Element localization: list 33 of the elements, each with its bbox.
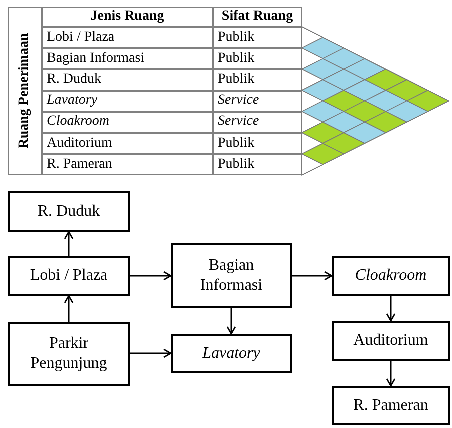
process-box: Lavatory [171,334,292,373]
table-cell: Service [213,90,302,112]
table-cell: Lobi / Plaza [42,27,213,48]
process-box: R. Pameran [332,386,450,425]
row-group-label: Ruang Penerimaan [18,33,32,149]
table-cell: Publik [213,27,302,48]
process-box: Parkir Pengunjung [8,322,130,386]
table-header: Sifat Ruang [213,7,302,27]
table-cell: Publik [213,133,302,154]
process-box: R. Duduk [8,191,130,232]
table-cell: Publik [213,48,302,70]
arrow [64,295,74,322]
arrow [130,271,172,281]
process-box: Cloakroom [332,256,450,296]
table-cell: Service [213,112,302,133]
arrow [64,231,74,256]
arrow [386,361,396,387]
arrow [386,296,396,322]
process-box: Lobi / Plaza [8,256,130,296]
arrow [226,308,236,335]
process-box: Auditorium [332,321,450,361]
table-cell: Publik [213,154,302,176]
table-cell: Lavatory [42,90,213,112]
table-cell: Cloakroom [42,112,213,133]
table-cell: Bagian Informasi [42,48,213,70]
table-cell: R. Duduk [42,69,213,91]
process-box: Bagian Informasi [171,243,292,308]
arrow [292,271,333,281]
table-cell: R. Pameran [42,154,213,176]
arrow [130,348,172,358]
table-header: Jenis Ruang [42,7,213,27]
table-cell: Auditorium [42,133,213,154]
table-cell: Publik [213,69,302,91]
